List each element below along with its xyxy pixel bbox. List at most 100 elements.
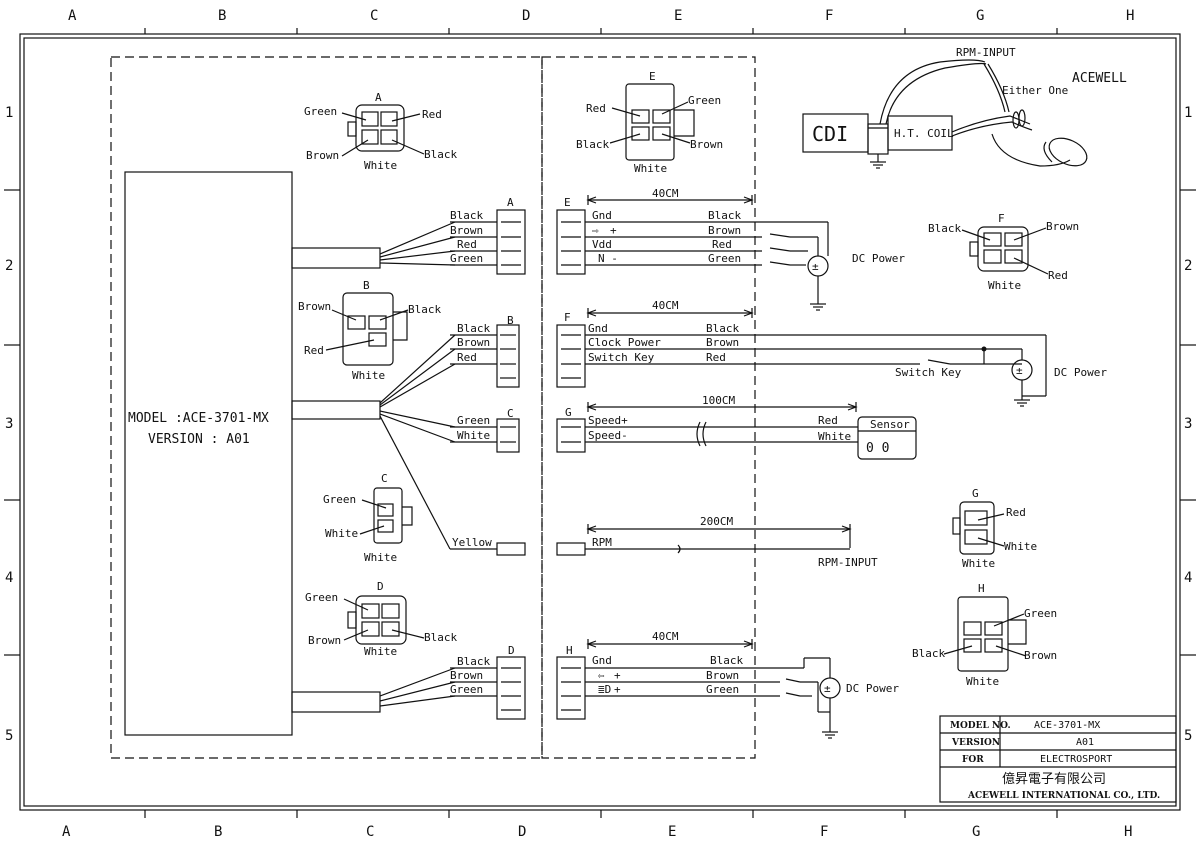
svg-text:+: + (614, 669, 621, 682)
connector-e-pin-black: Black (576, 138, 609, 151)
grid-col-h-bottom: H (1124, 824, 1132, 840)
connector-f-pin-brown: Brown (1046, 220, 1079, 233)
tb-model-value: ACE-3701-MX (1034, 720, 1100, 731)
grid-row-5-right: 5 (1184, 728, 1192, 744)
connector-d-letter: D (377, 580, 384, 593)
plug-c (496, 418, 520, 453)
circuit-g-speedminus: Speed- (588, 429, 628, 442)
connector-a-pin-black: Black (424, 148, 457, 161)
connector-b-pin-red: Red (304, 344, 324, 357)
wire-a-red: Red (457, 238, 477, 251)
connector-a-letter: A (375, 91, 382, 104)
plug-f (556, 324, 586, 388)
circuit-h-black: Black (710, 654, 743, 667)
sensor-pins: 0 0 (866, 441, 889, 456)
circuit-e-power: DC Power (852, 252, 905, 265)
circuit-f-power: DC Power (1054, 366, 1107, 379)
wire-b-red: Red (457, 351, 477, 364)
connector-b-pin-black: Black (408, 303, 441, 316)
title-block (939, 715, 1177, 803)
brand-acewell: ACEWELL (1072, 71, 1127, 86)
grid-row-3-left: 3 (5, 416, 13, 432)
rpm-signal: RPM (592, 536, 612, 549)
svg-text:±: ± (1016, 364, 1023, 377)
connector-b-pin-brown: Brown (298, 300, 331, 313)
grid-col-a-bottom: A (62, 824, 71, 840)
plug-a-letter: A (507, 196, 514, 209)
controller-body (124, 171, 293, 736)
connector-face-h (943, 596, 1027, 672)
grid-col-f-top: F (825, 8, 833, 24)
grid-row-5-left: 5 (5, 728, 13, 744)
plug-d (496, 656, 526, 720)
circuit-f-black: Black (706, 322, 739, 335)
plug-h-letter: H (566, 644, 573, 657)
connector-h-pin-brown: Brown (1024, 649, 1057, 662)
connector-a-pin-red: Red (422, 108, 442, 121)
circuit-h-lamp-icon: ≣D (598, 683, 611, 696)
connector-g-bottom: White (962, 557, 995, 570)
grid-row-2-right: 2 (1184, 258, 1192, 274)
plug-g (556, 418, 586, 453)
speed-sensor (857, 416, 917, 460)
grid-col-g-top: G (976, 8, 984, 24)
circuit-e-green: Green (708, 252, 741, 265)
connector-d-pin-black: Black (424, 631, 457, 644)
grid-col-c-top: C (370, 8, 378, 24)
circuit-e-vdd: Vdd (592, 238, 612, 251)
grid-col-d-top: D (522, 8, 530, 24)
grid-col-h-top: H (1126, 8, 1134, 24)
plug-b (496, 324, 520, 388)
connector-a-pin-green: Green (304, 105, 337, 118)
plug-rpm (556, 542, 586, 556)
grid-col-d-bottom: D (518, 824, 526, 840)
ignition-either-one: Either One (1002, 84, 1068, 97)
sensor-label: Sensor (870, 418, 910, 431)
grid-col-c-bottom: C (366, 824, 374, 840)
circuit-g-red: Red (818, 414, 838, 427)
plug-h (556, 656, 586, 720)
grid-col-e-top: E (674, 8, 682, 24)
circuit-h-brown: Brown (706, 669, 739, 682)
circuit-g-white: White (818, 430, 851, 443)
tb-for-value: ELECTROSPORT (1040, 754, 1112, 765)
connector-e-pin-green: Green (688, 94, 721, 107)
plug-f-letter: F (564, 311, 571, 324)
connector-c-pin-green: Green (323, 493, 356, 506)
tb-version-value: A01 (1076, 737, 1094, 748)
plug-b-letter: B (507, 314, 514, 327)
tb-for-label: FOR (962, 755, 984, 765)
rpm-input-end: RPM-INPUT (818, 556, 878, 569)
tb-company-cn: 億昇電子有限公司 (1002, 771, 1106, 787)
circuit-e-black: Black (708, 209, 741, 222)
wire-c-green: Green (457, 414, 490, 427)
circuit-e-gnd: Gnd (592, 209, 612, 222)
connector-d-bottom: White (364, 645, 397, 658)
circuit-g-speedplus: Speed+ (588, 414, 628, 427)
circuit-h-power: DC Power (846, 682, 899, 695)
wire-yellow: Yellow (452, 536, 492, 549)
circuit-h-length: 40CM (652, 630, 679, 643)
grid-row-3-right: 3 (1184, 416, 1192, 432)
tb-company-en: ACEWELL INTERNATIONAL CO., LTD. (967, 791, 1160, 801)
connector-c-pin-white: White (325, 527, 358, 540)
tb-model-label: MODEL NO. (950, 721, 1011, 731)
connector-face-d (343, 595, 425, 645)
connector-g-letter: G (972, 487, 979, 500)
rpm-length: 200CM (700, 515, 733, 528)
connector-face-e (609, 83, 695, 161)
connector-h-pin-green: Green (1024, 607, 1057, 620)
grid-col-e-bottom: E (668, 824, 676, 840)
connector-e-bottom: White (634, 162, 667, 175)
plug-d-letter: D (508, 644, 515, 657)
connector-f-pin-black: Black (928, 222, 961, 235)
ht-coil-label: H.T. COIL (894, 127, 954, 140)
connector-b-bottom: White (352, 369, 385, 382)
circuit-f-brown: Brown (706, 336, 739, 349)
plug-g-letter: G (565, 406, 572, 419)
svg-text:±: ± (812, 260, 819, 273)
connector-d-pin-green: Green (305, 591, 338, 604)
wire-d-green: Green (450, 683, 483, 696)
connector-face-c (359, 487, 413, 544)
circuit-e-red: Red (712, 238, 732, 251)
